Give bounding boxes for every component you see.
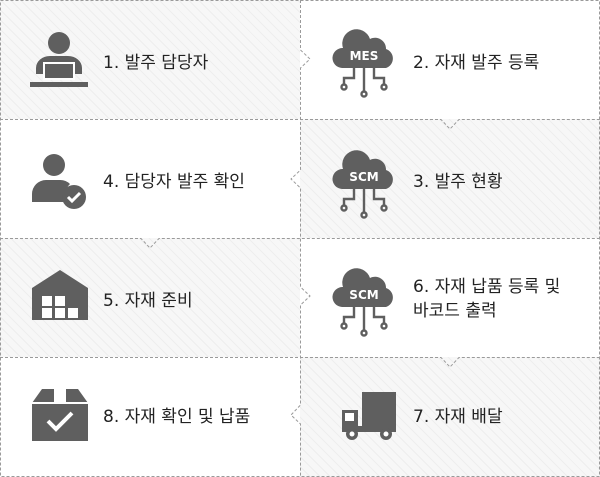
step-6-label-line2: 바코드 출력 <box>413 301 497 321</box>
box-check-icon <box>32 389 88 441</box>
step-1-label: 1. 발주 담당자 <box>103 53 209 73</box>
mes-icon-text: MES <box>350 49 379 63</box>
step-6-label-line1: 6. 자재 납품 등록 및 <box>413 277 561 297</box>
person-laptop-icon <box>30 32 88 87</box>
step-2-label: 2. 자재 발주 등록 <box>413 53 540 73</box>
delivery-truck-icon <box>342 392 396 440</box>
cell-step-1 <box>0 0 300 119</box>
scm-icon-text: SCM <box>349 170 378 184</box>
cell-step-4 <box>0 119 300 238</box>
scm-cloud-icon: SCM <box>332 150 393 219</box>
step-5-label: 5. 자재 준비 <box>103 291 193 311</box>
scm-icon-text: SCM <box>349 288 378 302</box>
warehouse-icon <box>32 270 88 320</box>
step-4-label: 4. 담당자 발주 확인 <box>103 172 245 192</box>
step-7-label: 7. 자재 배달 <box>413 407 503 427</box>
scm-cloud-icon: SCM <box>332 268 393 337</box>
mes-cloud-icon: MES <box>332 29 393 98</box>
step-3-label: 3. 발주 현황 <box>413 172 503 192</box>
user-check-icon <box>32 154 86 209</box>
step-8-label: 8. 자재 확인 및 납품 <box>103 407 251 427</box>
